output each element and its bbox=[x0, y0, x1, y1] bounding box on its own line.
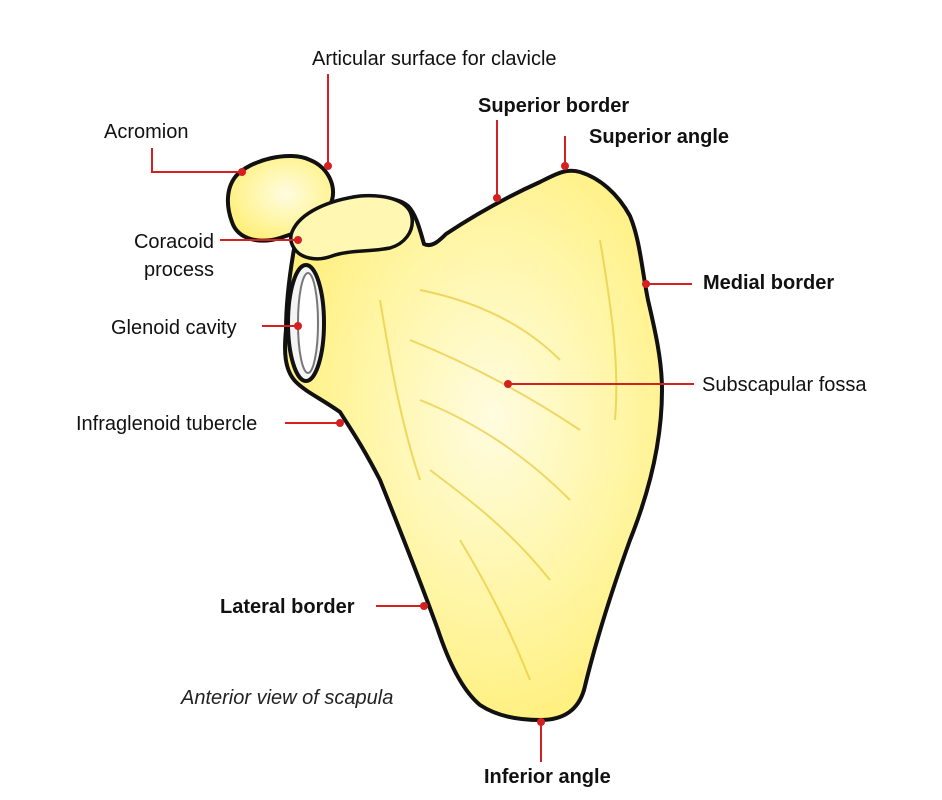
dot-coracoid bbox=[294, 236, 302, 244]
leader-lines bbox=[151, 74, 694, 762]
glenoid-inner bbox=[297, 272, 319, 374]
label-medial-border: Medial border bbox=[703, 272, 835, 294]
dot-superior-border bbox=[493, 194, 501, 202]
label-lateral-border: Lateral border bbox=[220, 596, 355, 618]
dot-lateral-border bbox=[420, 602, 428, 610]
label-subscapular-fossa: Subscapular fossa bbox=[702, 374, 867, 396]
coracoid-shape bbox=[288, 193, 414, 261]
label-articular-surface: Articular surface for clavicle bbox=[312, 48, 557, 70]
leader-acromion bbox=[151, 148, 242, 173]
label-coracoid-line2: process bbox=[143, 259, 214, 281]
dot-subscapular bbox=[504, 380, 512, 388]
dot-glenoid bbox=[294, 322, 302, 330]
label-glenoid-cavity: Glenoid cavity bbox=[111, 317, 237, 339]
label-superior-angle: Superior angle bbox=[589, 126, 730, 148]
label-superior-border: Superior border bbox=[478, 95, 630, 117]
dot-medial-border bbox=[642, 280, 650, 288]
scapula-body bbox=[283, 168, 665, 723]
label-acromion: Acromion bbox=[104, 121, 189, 143]
dot-infraglenoid bbox=[336, 419, 344, 427]
dot-acromion bbox=[238, 168, 246, 176]
label-inferior-angle: Inferior angle bbox=[484, 766, 611, 788]
caption-anterior-view: Anterior view of scapula bbox=[181, 687, 394, 709]
dot-articular-surface bbox=[324, 162, 332, 170]
leader-dots bbox=[238, 162, 650, 726]
dot-inferior-angle bbox=[537, 718, 545, 726]
surface-ridges bbox=[379, 239, 618, 681]
label-coracoid-line1: Coracoid bbox=[133, 231, 214, 253]
dot-superior-angle bbox=[561, 162, 569, 170]
label-infraglenoid-tubercle: Infraglenoid tubercle bbox=[76, 413, 258, 435]
